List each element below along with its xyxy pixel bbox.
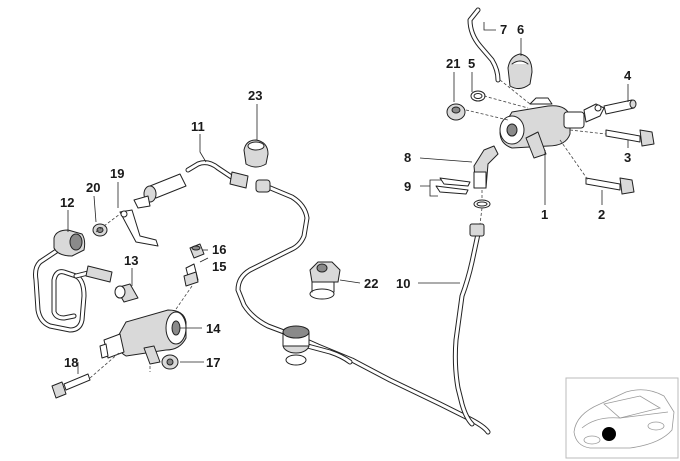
callout-7: 7 — [500, 22, 507, 37]
clutch-master-cylinder-1[interactable] — [499, 97, 605, 159]
leader-lines — [67, 22, 629, 374]
callout-16: 16 — [212, 242, 226, 257]
dust-cap-16[interactable] — [189, 243, 205, 259]
valve-cap-22[interactable] — [309, 261, 341, 300]
callout-8: 8 — [404, 150, 411, 165]
pressure-pipe-10[interactable] — [235, 179, 491, 435]
reservoir-cap-6[interactable] — [507, 53, 533, 90]
bolt-2[interactable] — [585, 177, 635, 195]
callout-2: 2 — [598, 207, 605, 222]
callout-4: 4 — [624, 68, 632, 83]
location-marker — [602, 427, 616, 441]
callout-9: 9 — [404, 179, 411, 194]
grommet-23[interactable] — [243, 139, 269, 168]
callouts: 1 2 3 4 5 6 7 8 9 10 11 12 13 14 15 16 1… — [60, 22, 632, 370]
hose-11[interactable] — [133, 160, 249, 209]
callout-15: 15 — [212, 259, 226, 274]
callout-21: 21 — [446, 56, 460, 71]
bolt-3[interactable] — [605, 129, 655, 147]
callout-11: 11 — [191, 119, 205, 134]
callout-14: 14 — [206, 321, 221, 336]
fitting-13[interactable] — [114, 283, 139, 303]
callout-12: 12 — [60, 195, 74, 210]
bolt-18[interactable] — [51, 373, 91, 399]
car-location-icon — [573, 389, 675, 449]
callout-23: 23 — [248, 88, 262, 103]
callout-17: 17 — [206, 355, 220, 370]
bleed-screw-15[interactable] — [183, 263, 199, 287]
callout-5: 5 — [468, 56, 475, 71]
hose-clamp-5[interactable] — [470, 90, 486, 102]
callout-18: 18 — [64, 355, 78, 370]
bracket-19[interactable] — [119, 209, 159, 247]
callout-10: 10 — [396, 276, 410, 291]
grommet-20[interactable] — [92, 223, 108, 237]
callout-6: 6 — [517, 22, 524, 37]
car-location-thumbnail[interactable] — [565, 377, 679, 459]
callout-20: 20 — [86, 180, 100, 195]
hose-assembly-12[interactable] — [33, 229, 113, 333]
pin-4[interactable] — [603, 99, 637, 115]
callout-22: 22 — [364, 276, 378, 291]
callout-19: 19 — [110, 166, 124, 181]
bush-21[interactable] — [446, 103, 466, 121]
nut-17[interactable] — [161, 354, 179, 370]
clutch-slave-cylinder-14[interactable] — [99, 309, 187, 365]
pipe-damper[interactable] — [282, 325, 310, 366]
callout-13: 13 — [124, 253, 138, 268]
callout-1: 1 — [541, 207, 548, 222]
hose-7[interactable] — [467, 7, 501, 83]
callout-3: 3 — [624, 150, 631, 165]
connector-8[interactable] — [473, 145, 499, 189]
